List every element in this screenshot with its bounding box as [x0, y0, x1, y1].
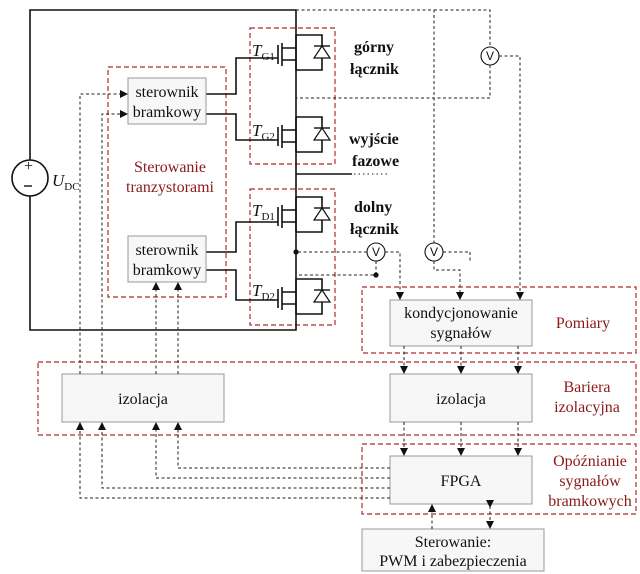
control-block	[361, 528, 545, 572]
gate-driver-bottom	[127, 235, 207, 283]
region-isolation-barrier	[37, 361, 637, 436]
label-td1: TD1	[252, 201, 275, 223]
upper-switch-label-1: górny	[354, 39, 394, 56]
signal-fpga-to-iso-3	[98, 422, 390, 489]
upper-switch-label-2: łącznik	[350, 61, 399, 78]
signal-fpga-to-iso-2	[152, 422, 390, 479]
phase-output-label-2: fazowe	[352, 153, 399, 170]
transistor-tg1	[277, 34, 332, 71]
region-lower-switch	[249, 188, 336, 326]
gate-wire-d1	[206, 221, 278, 253]
junction-dot-2	[293, 249, 299, 255]
gate-driver-top	[127, 77, 207, 125]
fpga-label: FPGA	[441, 473, 482, 490]
junction-dot	[373, 272, 379, 278]
signal-fpga-to-iso-4	[76, 422, 390, 499]
region-measurements	[361, 286, 637, 354]
region-label-barrier-2: izolacyjna	[554, 399, 620, 416]
signal-iso-to-driver-top-2	[101, 110, 128, 374]
voltmeter-dc-icon: V	[424, 242, 444, 262]
signal-fpga-to-iso-1	[174, 422, 390, 469]
isolation-right	[389, 373, 533, 423]
gate-wire-g2	[206, 113, 278, 141]
svg-text:+: +	[24, 158, 33, 175]
isolation-left-label: izolacja	[118, 391, 168, 408]
voltmeter-upper-icon: V	[480, 46, 500, 66]
gate-driver-top-line2: bramkowy	[133, 104, 201, 121]
source-label: UDC	[52, 171, 80, 193]
isolation-right-label: izolacja	[436, 391, 486, 408]
signal-iso-to-driver-top-1	[79, 90, 128, 374]
region-label-delay-1: Opóźnianie	[553, 453, 627, 470]
region-delay	[361, 443, 637, 515]
dc-bus-wiring	[29, 9, 297, 331]
label-tg1: TG1	[252, 41, 275, 63]
region-upper-switch	[249, 27, 336, 165]
gate-driver-bottom-line2: bramkowy	[133, 262, 201, 279]
control-line1: Sterowanie:	[415, 534, 491, 551]
region-label-control-1: Sterowanie	[134, 159, 206, 176]
region-label-measurements: Pomiary	[556, 315, 610, 332]
meter-wiring-upper	[296, 9, 521, 300]
transistor-td2	[277, 278, 332, 315]
region-label-control-2: tranzystorami	[126, 179, 215, 196]
fpga-block	[389, 455, 533, 505]
lower-switch-label-2: łącznik	[350, 221, 399, 238]
control-line2: PWM i zabezpieczenia	[379, 553, 526, 570]
gate-wire-d2	[206, 269, 278, 301]
region-label-barrier-1: Bariera	[563, 379, 610, 396]
region-label-delay-2: sygnałów	[559, 473, 621, 490]
conditioning-block	[389, 299, 533, 347]
svg-text:V: V	[486, 49, 494, 63]
phase-output-label-1: wyjście	[349, 131, 399, 148]
lower-switch-label-1: dolny	[354, 199, 392, 216]
region-label-delay-3: bramkowych	[548, 493, 632, 510]
svg-text:V: V	[430, 245, 438, 259]
transistor-td1	[277, 196, 332, 233]
region-transistor-control	[107, 66, 227, 298]
gate-wire-g1	[206, 57, 278, 95]
transistor-tg2	[277, 116, 332, 153]
gate-driver-top-line1: sterownik	[135, 84, 198, 101]
conditioning-line2: sygnałów	[430, 325, 492, 342]
gate-driver-bottom-line1: sterownik	[135, 242, 198, 259]
isolation-left	[61, 373, 225, 423]
svg-text:V: V	[372, 245, 380, 259]
voltmeter-lower-icon: V	[366, 242, 386, 262]
conditioning-line1: kondycjonowanie	[404, 305, 518, 322]
dc-source-icon: +	[11, 158, 49, 197]
